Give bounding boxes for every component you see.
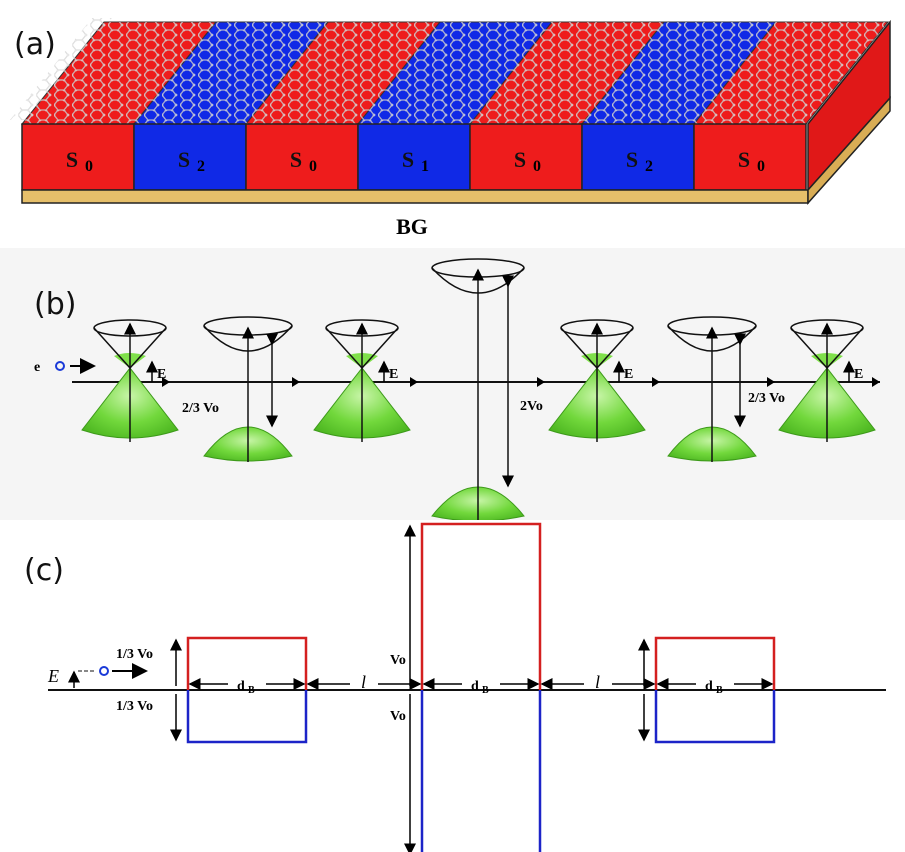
base-gate-side [807, 96, 891, 205]
panel-a-letter: (a) [14, 27, 56, 62]
segment-label-4: S [402, 147, 414, 172]
barrier-top-2 [420, 522, 542, 690]
barrier-bottom-3 [654, 690, 776, 744]
dirac-cone-4: E [778, 319, 876, 442]
spacing-label-1: l [361, 672, 366, 692]
electron-icon [55, 361, 65, 371]
small-barrier-bottom-label: 1/3 Vo [116, 699, 153, 714]
segment-front-3 [245, 123, 359, 191]
panel-b-letter: (b) [34, 287, 76, 322]
cone-energy-label-2: E [389, 367, 398, 382]
segment-label-5: S [514, 147, 526, 172]
segment-subscript-5: 0 [533, 158, 541, 175]
width-label-3: d [705, 679, 713, 694]
panel-c-letter: (c) [24, 553, 64, 588]
dirac-cone-3: E [548, 319, 646, 442]
base-gate-label: BG [396, 214, 428, 239]
dirac-cone-2: E [313, 319, 411, 442]
axis-arrowhead-3 [410, 377, 418, 387]
gapped-cone-3 [667, 316, 757, 462]
axis-arrows [162, 377, 880, 387]
width-label-1: d [237, 679, 245, 694]
segment-subscript-2: 2 [197, 158, 205, 175]
barrier-bottom-1 [186, 690, 308, 744]
big-barrier-top-label: Vo [390, 653, 406, 668]
big-barrier-bottom-label: Vo [390, 709, 406, 724]
segment-subscript-4: 1 [421, 158, 429, 175]
width-subscript-1: B [248, 685, 255, 696]
axis-arrowhead-6 [767, 377, 775, 387]
axis-arrowhead-5 [652, 377, 660, 387]
axis-arrowhead-2 [292, 377, 300, 387]
small-barrier-top-label: 1/3 Vo [116, 647, 153, 662]
width-label-2: d [471, 679, 479, 694]
barrier-bottom-2 [420, 690, 542, 852]
segment-label-6: S [626, 147, 638, 172]
spacing-label-2: l [595, 672, 600, 692]
cone-energy-label-4: E [854, 367, 863, 382]
segment-label-1: S [66, 147, 78, 172]
segment-subscript-3: 0 [309, 158, 317, 175]
panel-b-drawing: (b) e E E E E 2/3 Vo 2Vo 2/3 Vo [34, 258, 880, 520]
gapped-cone-2 [431, 258, 525, 520]
axis-arrowhead-1 [162, 377, 170, 387]
dirac-cone-1: E [81, 319, 179, 442]
segment-front-4 [357, 123, 471, 191]
width-subscript-2: B [482, 685, 489, 696]
graphene-lattice-edge [10, 18, 112, 120]
panel-b: (b) e E E E E 2/3 Vo 2Vo 2/3 Vo [0, 248, 905, 520]
level-label-2: 2Vo [520, 399, 543, 414]
segment-subscript-7: 0 [757, 158, 765, 175]
barrier-top-1 [186, 636, 308, 690]
gapped-cones [203, 258, 757, 520]
segment-label-2: S [178, 147, 190, 172]
width-subscript-3: B [716, 685, 723, 696]
energy-label: E [47, 666, 59, 686]
cone-energy-label-3: E [624, 367, 633, 382]
electron-label: e [34, 360, 40, 375]
segment-label-3: S [290, 147, 302, 172]
level-label-3: 2/3 Vo [748, 391, 785, 406]
graphene-lattice [22, 22, 888, 124]
axis-arrowhead-7 [872, 377, 880, 387]
segment-subscript-6: 2 [645, 158, 653, 175]
electron-icon-c [99, 666, 109, 676]
level-label-1: 2/3 Vo [182, 401, 219, 416]
base-gate [21, 189, 809, 204]
axis-arrowhead-4 [537, 377, 545, 387]
cone-energy-label-1: E [157, 367, 166, 382]
segment-label-7: S [738, 147, 750, 172]
barrier-top-3 [654, 636, 776, 690]
gapped-cone-1 [203, 316, 293, 462]
segment-front-1 [21, 123, 135, 191]
segment-subscript-1: 0 [85, 158, 93, 175]
